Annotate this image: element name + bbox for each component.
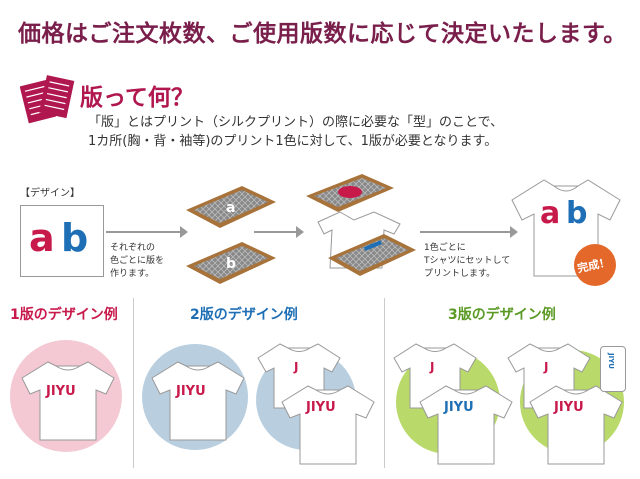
example-3-back-text: JIYU bbox=[554, 400, 584, 415]
example-3-sleeve-text: JIYU bbox=[607, 353, 615, 369]
example-3-sleeve: JIYU bbox=[600, 346, 626, 392]
example-1-title: 1版のデザイン例 bbox=[10, 307, 118, 323]
done-badge: 完成！ bbox=[574, 244, 616, 286]
divider bbox=[133, 298, 134, 468]
svg-text:a: a bbox=[226, 200, 235, 216]
example-2-back-text: JIYU bbox=[306, 400, 336, 415]
finished-letter-b: b bbox=[566, 196, 588, 231]
design-letter-b: b bbox=[61, 216, 89, 260]
section-title: 版って何？ bbox=[80, 85, 194, 111]
headline: 価格はご注文枚数、ご使用版数に応じて決定いたします。 bbox=[18, 21, 627, 47]
example-3-tshirt-front bbox=[419, 385, 513, 465]
printing-step-illustration bbox=[306, 174, 416, 276]
printing-plate-icon bbox=[20, 75, 75, 124]
screen-frame-b: b bbox=[186, 242, 276, 284]
example-2-small-text: J bbox=[294, 360, 299, 374]
finished-letter-a: a bbox=[540, 196, 561, 231]
svg-text:b: b bbox=[226, 256, 236, 272]
screen-frame-a: a bbox=[186, 186, 276, 228]
description-line-1: 「版」とはプリント（シルクプリント）の際に必要な「型」のことで、 bbox=[88, 115, 504, 130]
description: 「版」とはプリント（シルクプリント）の際に必要な「型」のことで、 1カ所(胸・背… bbox=[88, 113, 503, 151]
step3-caption: 1色ごとに Tシャツにセットして プリントします。 bbox=[424, 243, 511, 279]
example-2-title: 2版のデザイン例 bbox=[190, 307, 298, 323]
example-3-back-small-text: J bbox=[544, 360, 549, 374]
arrow-right-icon bbox=[106, 226, 188, 238]
arrow-right-icon bbox=[254, 226, 304, 238]
example-2-tshirt-front bbox=[151, 361, 245, 441]
example-3-small-text: J bbox=[430, 360, 435, 374]
example-3-tshirt-back bbox=[529, 385, 623, 465]
done-badge-text: 完成！ bbox=[576, 255, 612, 276]
example-3-title: 3版のデザイン例 bbox=[448, 307, 556, 323]
description-line-2: 1カ所(胸・背・袖等)のプリント1色に対して、1版が必要となります。 bbox=[88, 134, 498, 149]
divider bbox=[384, 298, 385, 468]
example-2-tshirt-back bbox=[281, 385, 375, 465]
screen-frames: a b bbox=[186, 186, 276, 284]
design-box: a b bbox=[20, 205, 104, 277]
screen-frame-a bbox=[306, 174, 394, 212]
step1-caption: それぞれの 色ごとに版を 作ります。 bbox=[110, 243, 165, 279]
design-letter-a: a bbox=[29, 216, 55, 260]
example-1-shirt-text: JIYU bbox=[46, 384, 76, 399]
example-3-shirt-text: JIYU bbox=[444, 400, 474, 415]
arrow-right-icon bbox=[420, 226, 518, 238]
example-1-tshirt bbox=[21, 361, 115, 441]
design-label: 【デザイン】 bbox=[20, 188, 80, 199]
example-2-shirt-text: JIYU bbox=[176, 384, 206, 399]
screen-frame-b bbox=[328, 234, 416, 276]
